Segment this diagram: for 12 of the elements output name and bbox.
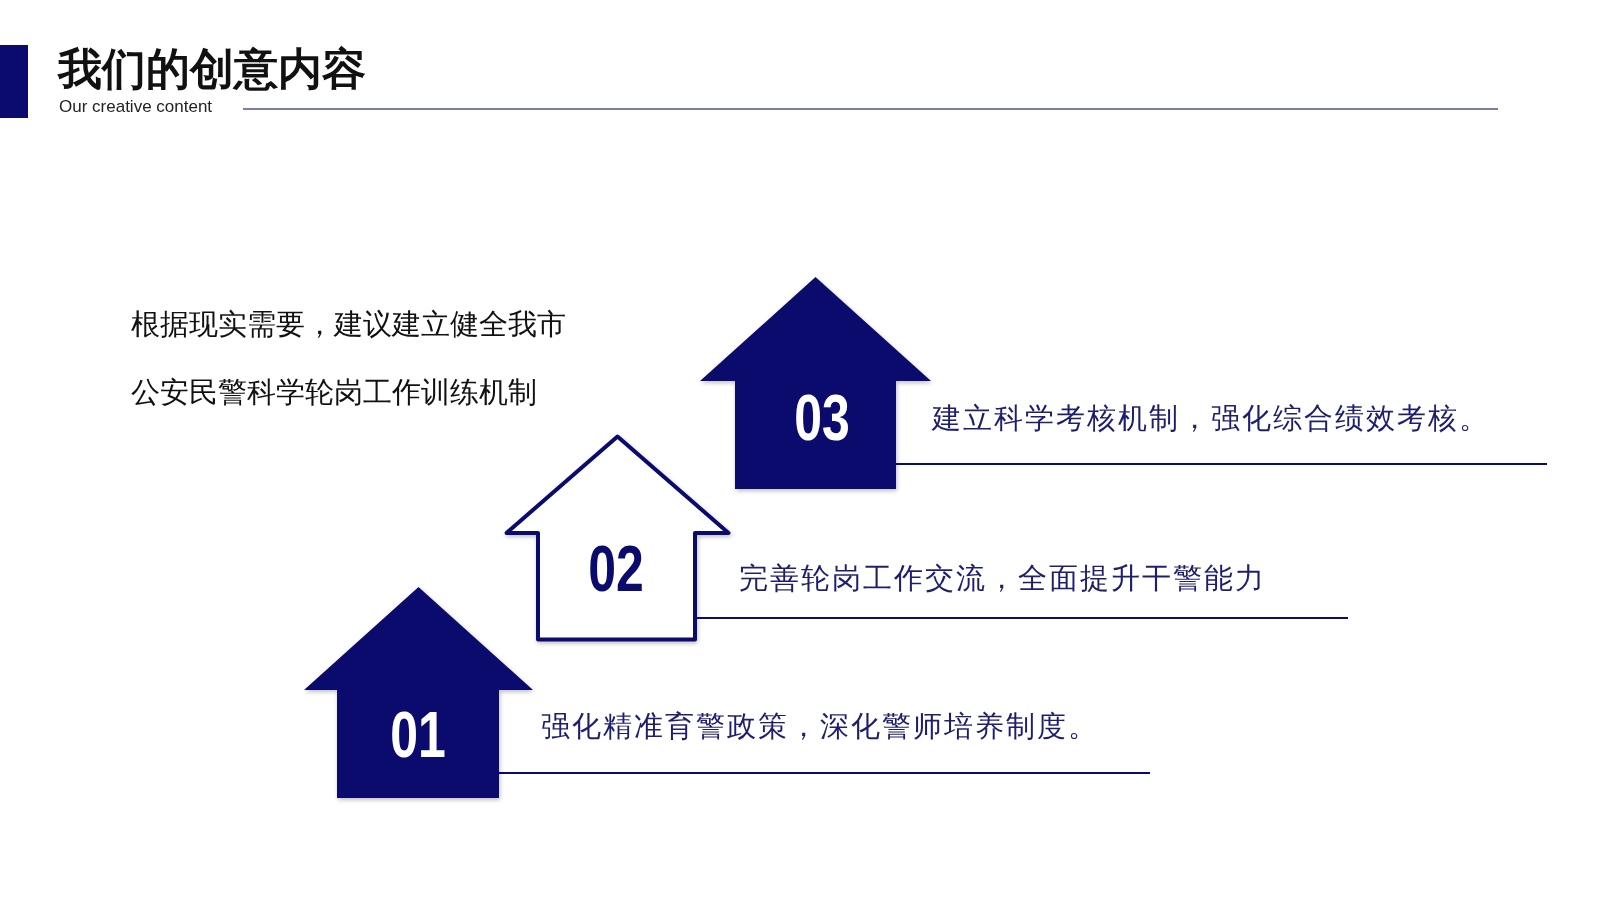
step-description: 建立科学考核机制，强化综合绩效考核。	[932, 400, 1490, 437]
step-number: 03	[794, 386, 850, 450]
intro-paragraph: 根据现实需要，建议建立健全我市公安民警科学轮岗工作训练机制	[131, 306, 567, 411]
slide-title: 我们的创意内容	[58, 42, 366, 96]
up-arrow-shape	[504, 434, 731, 642]
subtitle: Our creative content	[59, 96, 213, 118]
step-description: 强化精准育警政策，深化警师培养制度。	[541, 708, 1099, 745]
step-number: 02	[588, 537, 644, 601]
up-arrow-shape	[700, 277, 931, 489]
step-number: 01	[390, 703, 446, 767]
step-description: 完善轮岗工作交流，全面提升干警能力	[739, 560, 1266, 597]
up-arrow-shape	[304, 587, 533, 798]
